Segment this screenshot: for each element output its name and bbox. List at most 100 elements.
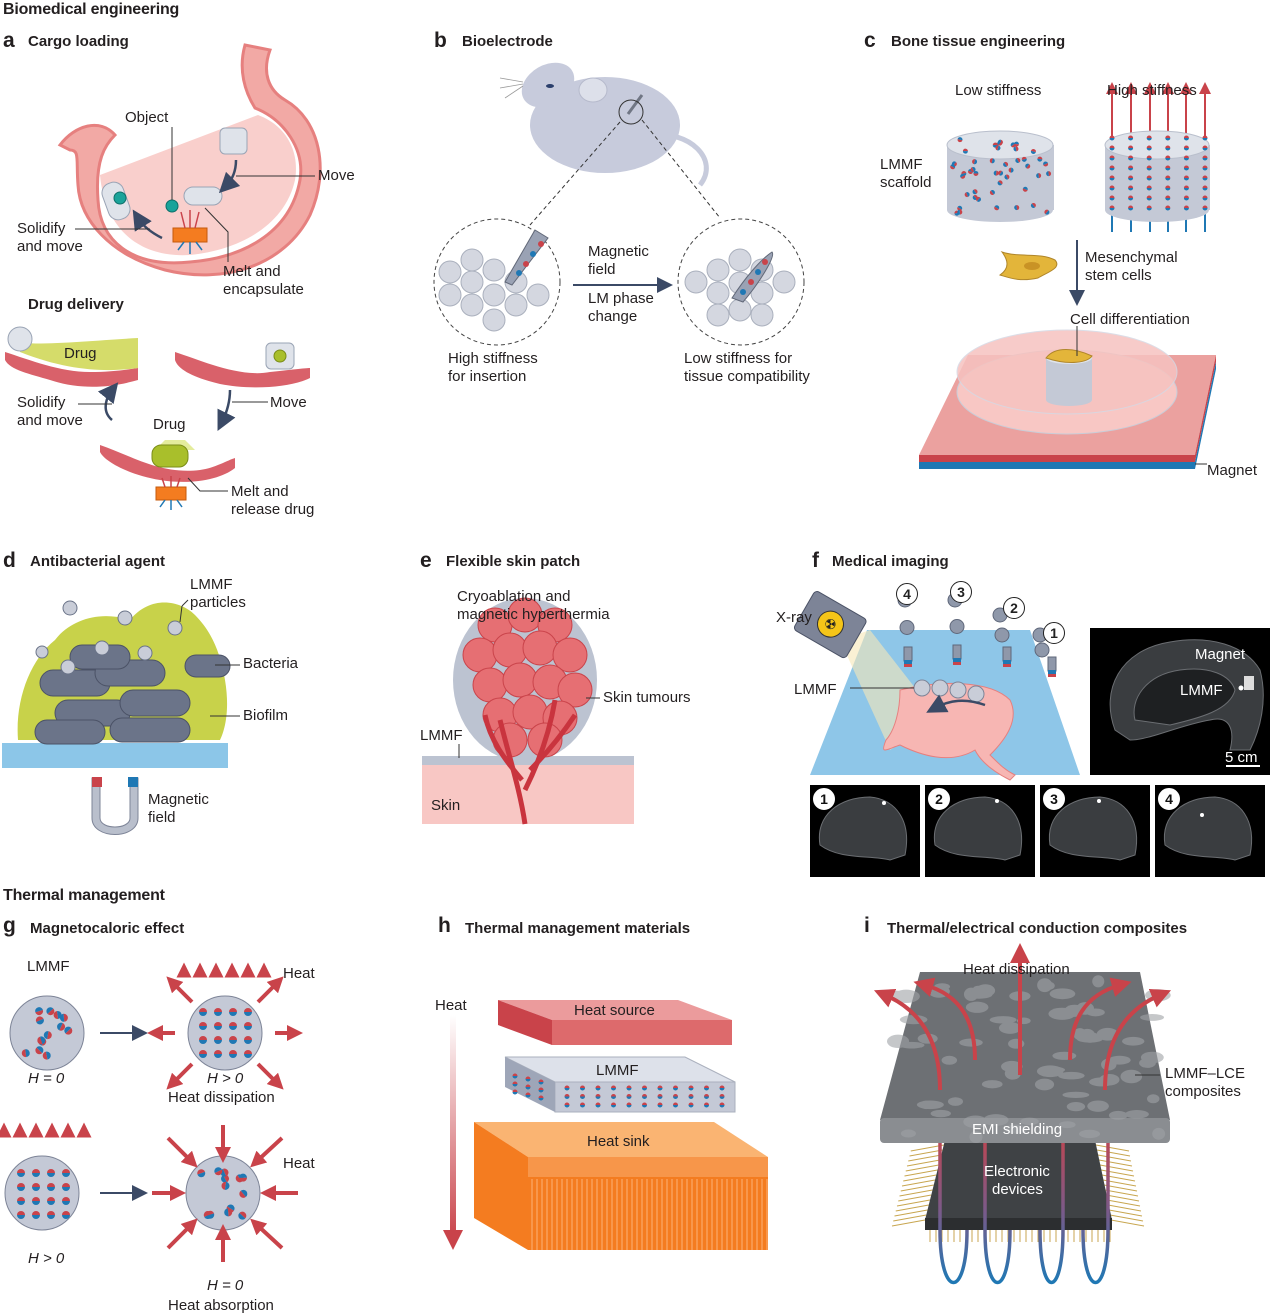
dipole-particle bbox=[964, 192, 970, 198]
dipole-particle bbox=[1165, 175, 1171, 181]
label-cell-diff: Cell differentiation bbox=[1070, 311, 1190, 328]
tumour-cell bbox=[492, 632, 528, 668]
dipole-particle bbox=[229, 1008, 237, 1016]
dipole-particle bbox=[1183, 135, 1189, 141]
dipole-particle bbox=[1165, 155, 1171, 161]
xray-source-icon: ☢ bbox=[793, 591, 867, 659]
panel-letter-a: a bbox=[3, 29, 15, 52]
dipole-particle bbox=[1046, 171, 1052, 177]
label-solidify-2: and move bbox=[17, 238, 83, 255]
dipole-particle bbox=[1128, 135, 1134, 141]
label-lmmf-f: LMMF bbox=[794, 681, 837, 698]
label-high-stiffness-1: High stiffness bbox=[448, 350, 538, 367]
label-drug-top: Drug bbox=[64, 345, 97, 362]
label-field-1: Magnetic bbox=[148, 791, 209, 808]
dipole-particle bbox=[1202, 165, 1208, 171]
label-particles-1: LMMF bbox=[190, 576, 233, 593]
antibacterial-diagram bbox=[2, 599, 240, 835]
dipole-particle bbox=[611, 1102, 616, 1108]
lmmf-droplet bbox=[4, 1155, 80, 1231]
dipole-particle bbox=[1183, 155, 1189, 161]
panel-title-c: Bone tissue engineering bbox=[891, 33, 1066, 50]
dipole-particle bbox=[32, 1197, 40, 1205]
skin-layer bbox=[422, 764, 634, 824]
step-badge-4: 4 bbox=[896, 583, 918, 605]
label-heat-source: Heat source bbox=[574, 1002, 655, 1019]
panel-letter-h: h bbox=[438, 914, 451, 937]
dipole-particle bbox=[1021, 156, 1027, 162]
dipole-particle bbox=[1165, 205, 1171, 211]
dipole-particle bbox=[688, 1085, 694, 1091]
dipole-particle bbox=[47, 1169, 55, 1177]
frame-badge-4: 4 bbox=[1158, 788, 1180, 810]
frame-badge-2: 2 bbox=[928, 788, 950, 810]
heat-sink bbox=[474, 1122, 768, 1157]
dipole-particle bbox=[239, 1189, 248, 1198]
dipole-particle bbox=[1165, 145, 1171, 151]
dipole-particle bbox=[42, 1051, 51, 1060]
label-heat-sink: Heat sink bbox=[587, 1133, 650, 1150]
dipole-particle bbox=[657, 1085, 663, 1091]
dipole-particle bbox=[994, 205, 1000, 211]
dipole-particle bbox=[199, 1022, 207, 1030]
skin-patch-diagram bbox=[422, 597, 634, 825]
thermal-materials-diagram bbox=[443, 1000, 768, 1250]
dipole-particle bbox=[1183, 185, 1189, 191]
dipole-particle bbox=[214, 1036, 222, 1044]
mouse-diagram bbox=[433, 62, 805, 346]
dipole-particle bbox=[719, 1102, 725, 1108]
label-lmmf-h: LMMF bbox=[596, 1062, 639, 1079]
label-biofilm: Biofilm bbox=[243, 707, 289, 724]
dipole-particle bbox=[47, 1211, 55, 1219]
dipole-particle bbox=[564, 1085, 570, 1091]
tumour-cell bbox=[552, 637, 588, 673]
dipole-particle bbox=[214, 1008, 222, 1016]
label-heat-bottom: Heat bbox=[283, 1155, 315, 1172]
drug-delivery-title: Drug delivery bbox=[28, 296, 124, 313]
tumour-cell bbox=[557, 672, 593, 708]
step-badge-3: 3 bbox=[950, 581, 972, 603]
dipole-particle bbox=[1128, 145, 1134, 151]
dipole-particle bbox=[1146, 205, 1152, 211]
label-device-1: Electronic bbox=[984, 1163, 1050, 1180]
step-badge-1: 1 bbox=[1043, 622, 1065, 644]
dipole-particle bbox=[32, 1183, 40, 1191]
robot-joint bbox=[899, 620, 915, 635]
dipole-particle bbox=[221, 1181, 230, 1190]
dipole-particle bbox=[1183, 145, 1189, 151]
dipole-particle bbox=[704, 1102, 709, 1108]
dipole-particle bbox=[62, 1211, 70, 1219]
label-melt-1: Melt and bbox=[223, 263, 281, 280]
dipole-particle bbox=[37, 1036, 46, 1045]
stomach-diagram bbox=[5, 43, 322, 510]
dipole-particle bbox=[1004, 174, 1010, 180]
label-tumours: Skin tumours bbox=[603, 689, 691, 706]
dipole-particle bbox=[525, 1092, 531, 1098]
label-heat-top: Heat bbox=[283, 965, 315, 982]
dipole-particle bbox=[214, 1050, 222, 1058]
section-title-biomedical: Biomedical engineering bbox=[3, 1, 180, 18]
heat-source bbox=[498, 1000, 732, 1020]
label-dd-melt-2: release drug bbox=[231, 501, 315, 518]
label-therapy-1: Cryoablation and bbox=[457, 588, 571, 605]
dipole-particle bbox=[1109, 165, 1115, 171]
dipole-particle bbox=[989, 158, 995, 164]
dipole-particle bbox=[989, 189, 995, 195]
dipole-particle bbox=[1128, 165, 1134, 171]
panel-letter-f: f bbox=[812, 549, 819, 572]
label-therapy-2: magnetic hyperthermia bbox=[457, 606, 610, 623]
panel-title-a: Cargo loading bbox=[28, 33, 129, 50]
panel-title-e: Flexible skin patch bbox=[446, 553, 581, 570]
scaffold-high bbox=[1104, 130, 1210, 160]
dipole-particle bbox=[21, 1049, 30, 1058]
label-heat-dissipation-i: Heat dissipation bbox=[963, 961, 1070, 978]
label-dd-move: Move bbox=[270, 394, 307, 411]
panel-letter-e: e bbox=[420, 549, 432, 572]
label-dissipation: Heat dissipation bbox=[168, 1089, 275, 1106]
dipole-particle bbox=[229, 1022, 237, 1030]
dipole-particle bbox=[1109, 155, 1115, 161]
heat-arrow bbox=[450, 1015, 456, 1240]
dipole-particle bbox=[1202, 175, 1208, 181]
frame-badge-3: 3 bbox=[1043, 788, 1065, 810]
dipole-particle bbox=[564, 1102, 570, 1108]
